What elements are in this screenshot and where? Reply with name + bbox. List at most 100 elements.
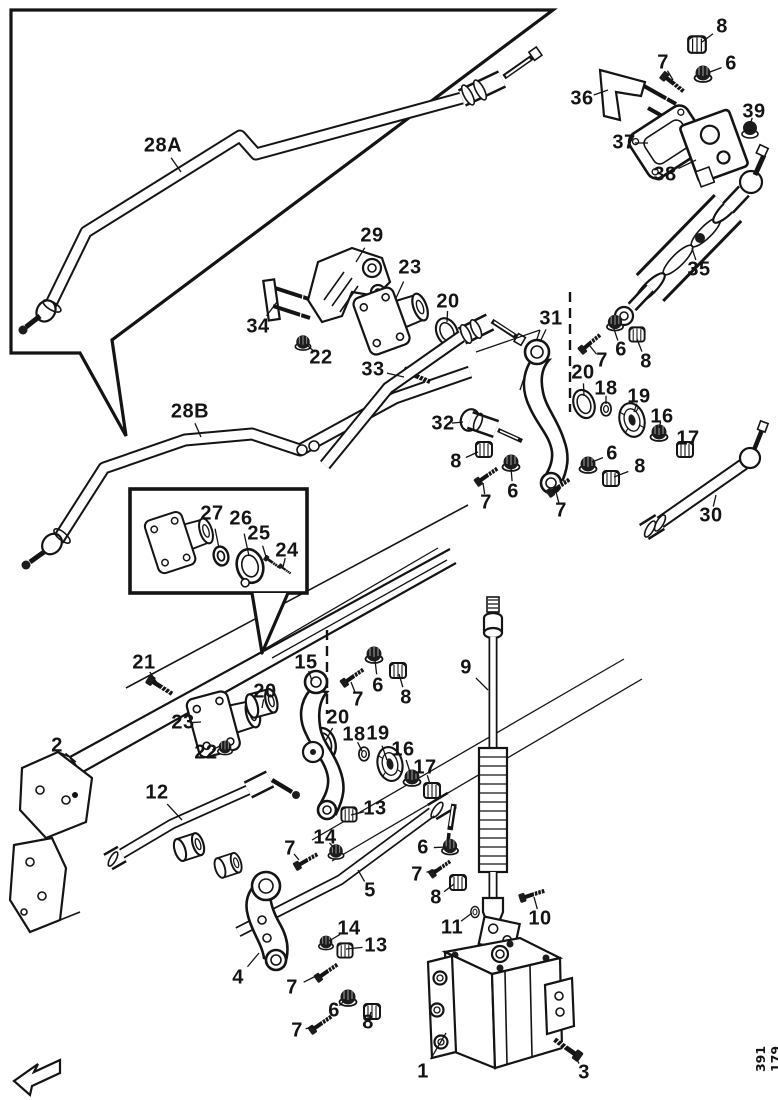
part-number-label: 3 xyxy=(578,1061,590,1084)
connecting-link-4 xyxy=(245,870,289,972)
leader-line xyxy=(305,1025,317,1030)
part-number-label: 6 xyxy=(372,674,384,697)
leader-line xyxy=(709,66,722,73)
nut-icon xyxy=(578,455,598,474)
leader-line xyxy=(582,383,585,397)
part-number-label: 22 xyxy=(309,346,333,369)
tie-rod-12 xyxy=(103,770,300,871)
bolt-21 xyxy=(145,674,175,698)
leader-line xyxy=(465,451,479,459)
leader-line xyxy=(381,745,388,761)
leader-line xyxy=(691,247,697,261)
part-number-label: 7 xyxy=(291,1019,303,1042)
leader-line xyxy=(593,89,609,96)
leader-line xyxy=(368,1011,372,1019)
part-number-label: 18 xyxy=(342,723,366,746)
part-number-label: 21 xyxy=(132,651,156,674)
leader-line xyxy=(658,421,662,429)
part-number-label: 8 xyxy=(634,455,646,478)
part-number-label: 7 xyxy=(284,837,296,860)
part-number-label: 2 xyxy=(51,734,63,757)
leader-line xyxy=(266,301,278,317)
part-number-label: 13 xyxy=(363,797,387,820)
leader-line xyxy=(395,281,405,299)
leader-line xyxy=(666,70,674,81)
part-number-label: 8 xyxy=(716,15,728,38)
part-number-label: 1 xyxy=(417,1060,429,1083)
part-number-label: 7 xyxy=(657,51,669,74)
leader-line xyxy=(460,912,473,922)
leader-line xyxy=(433,846,448,849)
part-number-label: 27 xyxy=(200,502,224,525)
leader-line xyxy=(261,699,265,709)
washer-icon xyxy=(600,401,612,417)
ball-joint-32 xyxy=(459,408,523,444)
part-number-label: 7 xyxy=(480,491,492,514)
part-number-label: 5 xyxy=(364,879,376,902)
part-number-label: 14 xyxy=(337,917,361,940)
part-number-label: 6 xyxy=(328,999,340,1022)
leader-line xyxy=(306,344,316,353)
part-number-label: 8 xyxy=(640,350,652,373)
leader-line xyxy=(405,759,411,773)
part-number-label: 7 xyxy=(352,688,364,711)
bolt-10 xyxy=(518,886,546,903)
leader-line xyxy=(443,883,455,893)
leader-line xyxy=(510,467,513,482)
leader-line xyxy=(345,946,363,950)
nut-39 xyxy=(743,121,757,135)
part-number-label: 7 xyxy=(411,863,423,886)
leader-line xyxy=(243,533,250,557)
leader-line xyxy=(325,727,334,741)
leader-line xyxy=(633,403,638,413)
cap-nut-13 xyxy=(336,942,354,959)
part-number-label: 7 xyxy=(596,349,608,372)
cap-nut-icon xyxy=(389,662,407,679)
bracket-36 xyxy=(598,68,647,122)
part-number-label: 16 xyxy=(650,405,674,428)
leader-line xyxy=(355,247,366,263)
leader-line xyxy=(194,422,202,438)
steering-arm-31 xyxy=(522,338,569,495)
leader-line xyxy=(533,896,538,910)
part-number-label: 13 xyxy=(364,934,388,957)
leader-line xyxy=(426,868,439,873)
cap-nut-icon xyxy=(475,441,493,458)
part-number-label: 14 xyxy=(313,826,337,849)
leader-line xyxy=(591,456,604,463)
leader-line xyxy=(328,933,341,942)
leader-line xyxy=(214,528,220,549)
leader-line xyxy=(149,671,158,684)
leader-line xyxy=(636,338,643,352)
part-number-label: 32 xyxy=(431,412,455,435)
part-number-label: 39 xyxy=(742,100,766,123)
tie-rod-30 xyxy=(638,419,770,541)
cap-nut-icon xyxy=(602,470,620,487)
steering-gear-1 xyxy=(426,936,584,1070)
leader-line xyxy=(678,159,697,170)
steering-shaft-9 xyxy=(470,596,546,961)
part-number-label: 19 xyxy=(366,722,390,745)
part-number-label: 19 xyxy=(627,385,651,408)
leader-line xyxy=(65,752,77,763)
leader-line xyxy=(170,157,182,173)
leader-line xyxy=(191,721,202,724)
clamp-bracket-cluster xyxy=(262,246,527,470)
part-number-label: 16 xyxy=(391,738,415,761)
part-number-label: 15 xyxy=(294,651,318,674)
leader-line xyxy=(386,372,405,378)
part-number-label: 6 xyxy=(417,836,429,859)
leader-line xyxy=(293,853,300,861)
part-number-label: 9 xyxy=(460,656,472,679)
leader-line xyxy=(539,329,547,343)
part-number-label: 26 xyxy=(229,507,253,530)
part-number-label: 20 xyxy=(326,706,350,729)
part-number-label: 7 xyxy=(286,976,298,999)
leader-line xyxy=(572,1051,580,1064)
steering-arm-cluster xyxy=(459,292,770,541)
part-number-label: 22 xyxy=(194,741,218,764)
part-number-label: 29 xyxy=(360,224,384,247)
figure-number: 391 179 xyxy=(753,1045,778,1073)
leader-line xyxy=(166,803,183,821)
